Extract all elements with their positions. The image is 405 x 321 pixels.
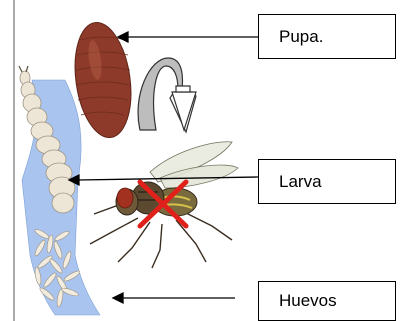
pupa-label-text: Pupa.: [279, 27, 323, 47]
huevos-label-text: Huevos: [279, 291, 337, 311]
huevos-label: Huevos: [258, 281, 396, 321]
left-arrow-icon: [113, 293, 235, 303]
larva-label-text: Larva: [279, 172, 322, 192]
pupa-label: Pupa.: [258, 14, 396, 59]
larva-label: Larva: [258, 159, 396, 204]
curved-arrow-icon: [138, 58, 196, 132]
left-arrow-icon: [118, 32, 258, 42]
